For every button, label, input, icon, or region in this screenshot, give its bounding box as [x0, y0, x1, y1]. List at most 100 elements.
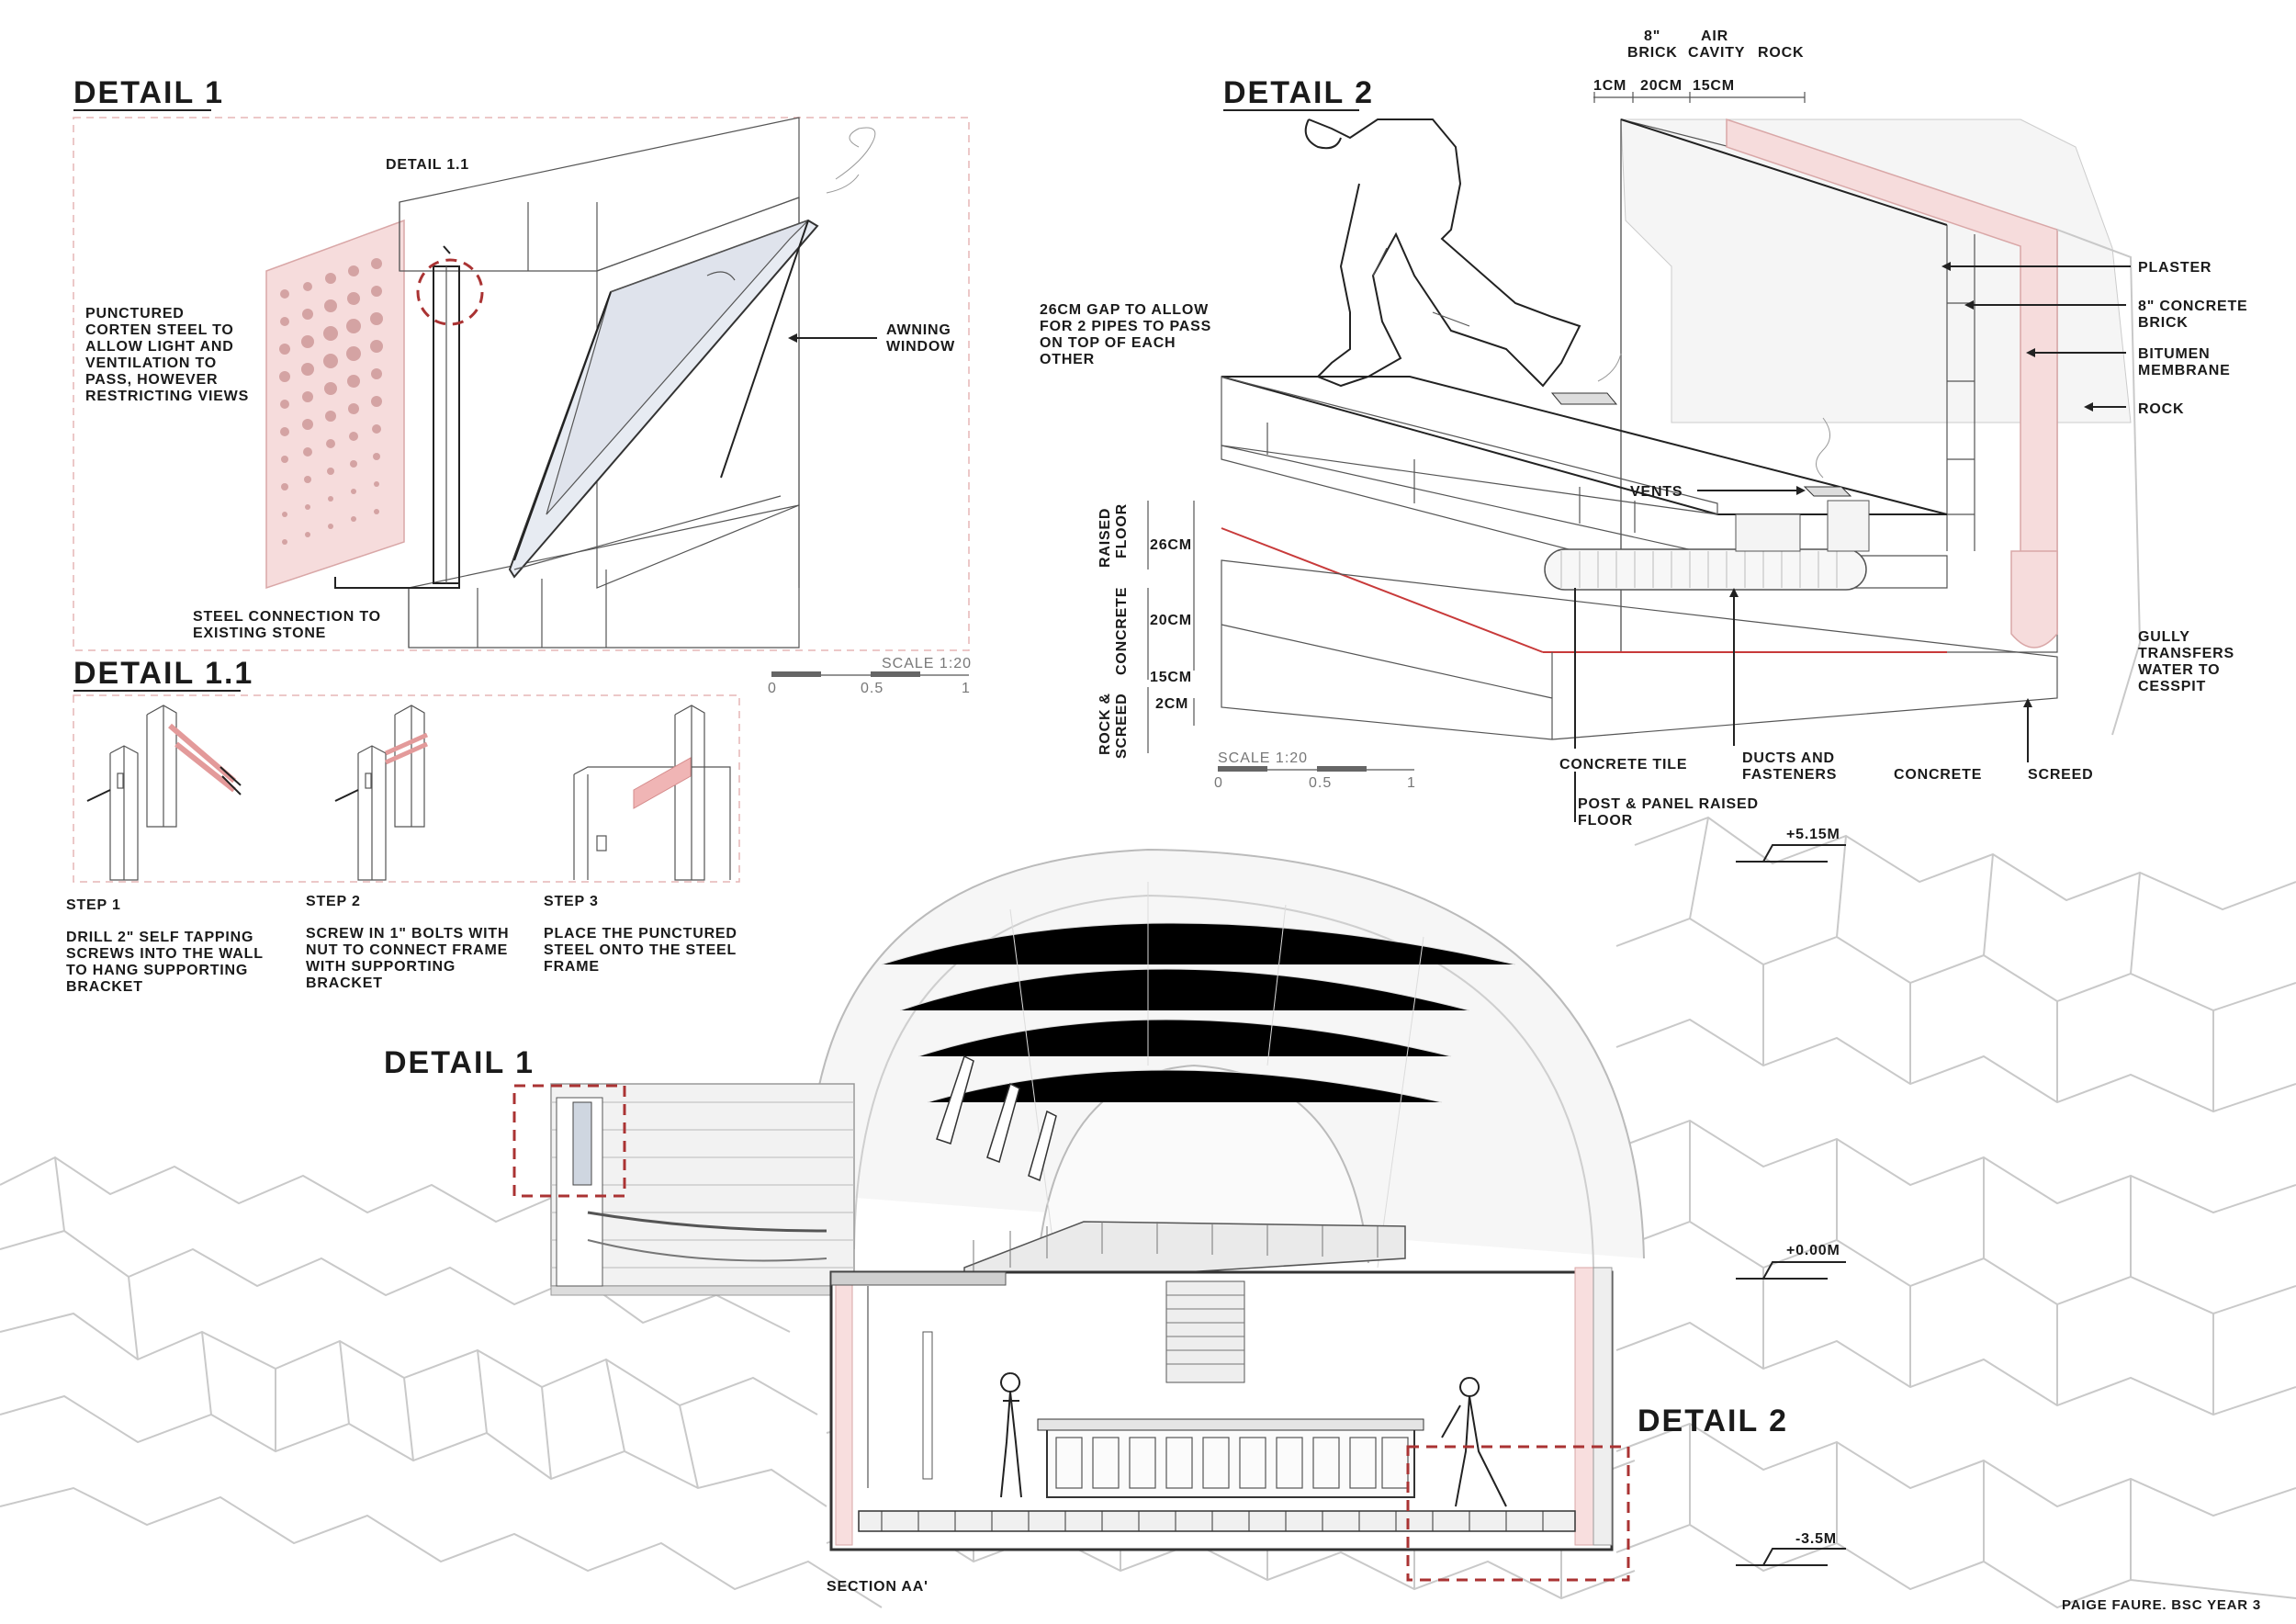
detail-1-1-title: DETAIL 1.1	[73, 656, 253, 691]
svg-text:EXISTING STONE: EXISTING STONE	[193, 626, 326, 641]
svg-text:ROCK: ROCK	[1758, 45, 1804, 61]
svg-text:SCALE 1:20: SCALE 1:20	[1218, 750, 1308, 766]
svg-text:PUNCTURED: PUNCTURED	[85, 306, 185, 321]
svg-text:0.5: 0.5	[1309, 775, 1332, 791]
svg-text:ON TOP OF EACH: ON TOP OF EACH	[1040, 335, 1176, 351]
svg-text:ROCK: ROCK	[2138, 401, 2184, 417]
punctured-steel-note: PUNCTURED CORTEN STEEL TO ALLOW LIGHT AN…	[85, 306, 249, 404]
awning-window	[508, 219, 819, 579]
bottom-labels: CONCRETE TILE POST & PANEL RAISED FLOOR …	[1559, 588, 2093, 829]
svg-text:CONCRETE: CONCRETE	[1894, 767, 1982, 783]
svg-text:FLOOR: FLOOR	[1578, 813, 1633, 829]
svg-text:DUCTS AND: DUCTS AND	[1742, 750, 1835, 766]
svg-text:FASTENERS: FASTENERS	[1742, 767, 1837, 783]
svg-text:BRACKET: BRACKET	[306, 976, 383, 991]
svg-text:0: 0	[1214, 775, 1223, 791]
svg-text:STEP 2: STEP 2	[306, 894, 361, 909]
svg-text:WATER TO: WATER TO	[2138, 662, 2220, 678]
svg-text:STEEL ONTO THE STEEL: STEEL ONTO THE STEEL	[544, 942, 737, 958]
svg-text:ROCK &: ROCK &	[1097, 693, 1113, 755]
section-detail-2-label: DETAIL 2	[1638, 1404, 1788, 1438]
svg-text:+5.15M: +5.15M	[1786, 827, 1840, 842]
svg-text:WITH SUPPORTING: WITH SUPPORTING	[306, 959, 456, 975]
svg-text:BITUMEN: BITUMEN	[2138, 346, 2210, 362]
svg-text:2CM: 2CM	[1155, 696, 1188, 712]
svg-text:SCREED: SCREED	[1114, 694, 1130, 759]
svg-text:SCALE 1:20: SCALE 1:20	[882, 656, 972, 671]
svg-text:8" CONCRETE: 8" CONCRETE	[2138, 299, 2248, 314]
detail-2-panel: DETAIL 2 8" BRICK AIR CAVITY ROCK 1CM 20…	[1040, 28, 2248, 829]
svg-text:STEEL CONNECTION TO: STEEL CONNECTION TO	[193, 609, 381, 625]
svg-text:AIR: AIR	[1701, 28, 1728, 44]
level-marker-basement: -3.5M	[1736, 1531, 1846, 1566]
right-layer-labels: PLASTER 8" CONCRETE BRICK BITUMEN MEMBRA…	[1941, 260, 2248, 694]
svg-text:1CM: 1CM	[1593, 78, 1626, 94]
svg-text:SCREW IN 1" BOLTS WITH: SCREW IN 1" BOLTS WITH	[306, 926, 509, 942]
svg-text:20CM: 20CM	[1150, 613, 1192, 628]
step-3-text: STEP 3 PLACE THE PUNCTURED STEEL ONTO TH…	[544, 894, 737, 975]
detail-1-scale-bar: SCALE 1:20 0 0.5 1	[768, 656, 972, 696]
cavity-wall-section	[1620, 118, 2142, 736]
svg-text:0: 0	[768, 681, 777, 696]
svg-text:CONCRETE: CONCRETE	[1114, 587, 1130, 675]
svg-text:SCREWS INTO THE WALL: SCREWS INTO THE WALL	[66, 946, 264, 962]
svg-text:BRICK: BRICK	[2138, 315, 2189, 331]
svg-text:+0.00M: +0.00M	[1786, 1243, 1840, 1258]
step-3-drawing	[573, 705, 731, 881]
steel-connection-note: STEEL CONNECTION TO EXISTING STONE	[193, 571, 460, 641]
svg-text:RAISED: RAISED	[1097, 508, 1113, 568]
svg-text:CESSPIT: CESSPIT	[2138, 679, 2206, 694]
detail-1-1-panel: DETAIL 1.1	[66, 656, 740, 995]
svg-text:STEP 1: STEP 1	[66, 897, 121, 913]
detail-2-scale-bar: SCALE 1:20 0 0.5 1	[1214, 750, 1416, 791]
svg-text:15CM: 15CM	[1693, 78, 1735, 94]
step-2-text: STEP 2 SCREW IN 1" BOLTS WITH NUT TO CON…	[306, 894, 509, 991]
detail-1-title: DETAIL 1	[73, 75, 224, 110]
svg-text:ALLOW LIGHT AND: ALLOW LIGHT AND	[85, 339, 234, 355]
svg-text:26CM GAP TO ALLOW: 26CM GAP TO ALLOW	[1040, 302, 1209, 318]
level-marker-zero: +0.00M	[1736, 1243, 1846, 1280]
svg-text:26CM: 26CM	[1150, 537, 1192, 553]
svg-text:TRANSFERS: TRANSFERS	[2138, 646, 2234, 661]
svg-text:BRACKET: BRACKET	[66, 979, 143, 995]
svg-text:CAVITY: CAVITY	[1688, 45, 1745, 61]
svg-text:FLOOR: FLOOR	[1114, 503, 1130, 558]
step-2-drawing	[334, 705, 429, 881]
svg-text:GULLY: GULLY	[2138, 629, 2190, 645]
svg-text:CORTEN STEEL TO: CORTEN STEEL TO	[85, 322, 234, 338]
level-marker-top: +5.15M	[1736, 827, 1846, 863]
svg-text:STEP 3: STEP 3	[544, 894, 599, 909]
step-1-text: STEP 1 DRILL 2" SELF TAPPING SCREWS INTO…	[66, 897, 264, 995]
svg-text:PASS, HOWEVER: PASS, HOWEVER	[85, 372, 218, 388]
svg-text:0.5: 0.5	[861, 681, 884, 696]
svg-text:POST & PANEL RAISED: POST & PANEL RAISED	[1578, 796, 1759, 812]
gap-note: 26CM GAP TO ALLOW FOR 2 PIPES TO PASS ON…	[1040, 302, 1211, 367]
wall-layer-header: 8" BRICK AIR CAVITY ROCK 1CM 20CM 15CM	[1593, 28, 1806, 103]
svg-text:AWNING: AWNING	[886, 322, 951, 338]
svg-text:RESTRICTING VIEWS: RESTRICTING VIEWS	[85, 389, 249, 404]
detail-1-marker-box	[512, 1084, 626, 1198]
detail-2-title: DETAIL 2	[1223, 75, 1374, 110]
svg-text:BRICK: BRICK	[1627, 45, 1678, 61]
svg-text:FRAME: FRAME	[544, 959, 600, 975]
svg-text:VENTS: VENTS	[1630, 484, 1683, 500]
step-1-drawing	[86, 705, 242, 881]
svg-text:1: 1	[1407, 775, 1416, 791]
section-detail-1-label: DETAIL 1	[384, 1045, 535, 1080]
vents-label: VENTS	[1630, 484, 1806, 500]
layer-legend: RAISED FLOOR CONCRETE ROCK & SCREED 26CM…	[1097, 501, 1195, 759]
svg-text:MEMBRANE: MEMBRANE	[2138, 363, 2231, 378]
svg-text:PLASTER: PLASTER	[2138, 260, 2212, 276]
raised-floor-slab	[1221, 353, 2058, 740]
section-aa-drawing: DETAIL 1 DETAIL 2 SECTION AA' +5.15M +0.…	[384, 827, 1846, 1595]
detail-1-1-callout: DETAIL 1.1	[386, 157, 469, 173]
section-title: SECTION AA'	[827, 1579, 929, 1595]
svg-text:FOR 2 PIPES TO PASS: FOR 2 PIPES TO PASS	[1040, 319, 1211, 334]
stone-wall-block	[399, 117, 800, 648]
svg-text:1: 1	[962, 681, 971, 696]
svg-text:8": 8"	[1644, 28, 1660, 44]
detail-2-marker-box	[1406, 1445, 1630, 1582]
svg-text:20CM: 20CM	[1640, 78, 1683, 94]
svg-text:OTHER: OTHER	[1040, 352, 1095, 367]
